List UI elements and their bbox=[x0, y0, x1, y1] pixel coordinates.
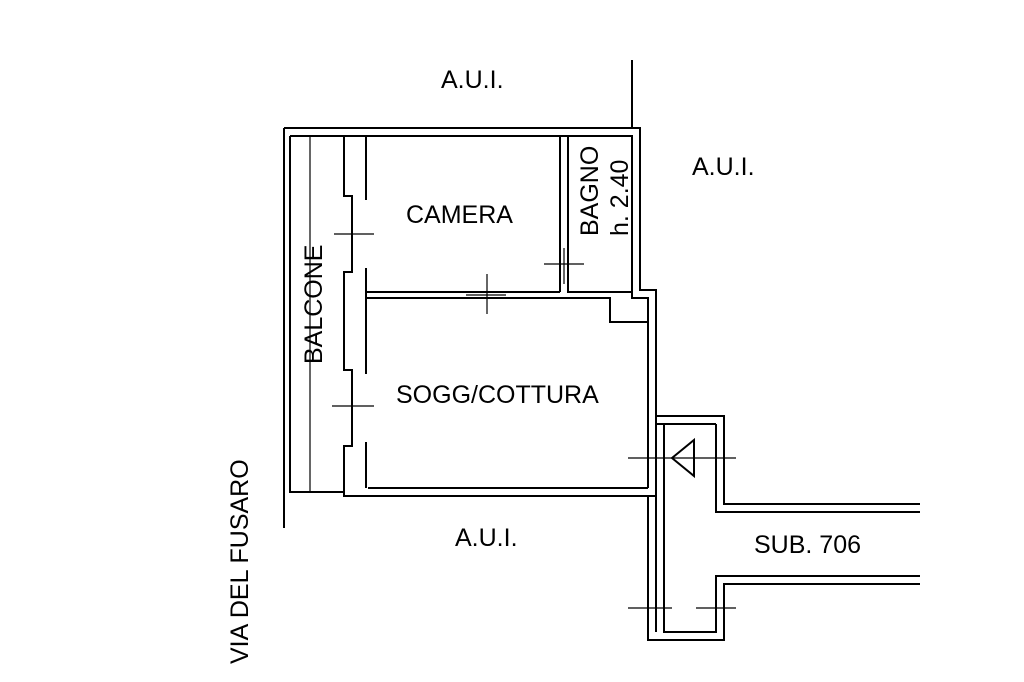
label-soggiorno: SOGG/COTTURA bbox=[396, 381, 599, 409]
label-sub: SUB. 706 bbox=[754, 531, 862, 559]
corridor-walls bbox=[647, 416, 920, 641]
partition-camera-soggiorno bbox=[366, 291, 648, 323]
facade-wall bbox=[343, 136, 368, 497]
label-camera: CAMERA bbox=[406, 201, 513, 229]
label-street: VIA DEL FUSARO bbox=[226, 459, 254, 664]
label-aui-right: A.U.I. bbox=[692, 153, 755, 181]
outer-wall-outline bbox=[284, 127, 920, 505]
bottom-wall bbox=[368, 424, 656, 497]
label-bagno: BAGNO bbox=[576, 145, 604, 236]
label-balcone: BALCONE bbox=[300, 244, 328, 364]
label-bagno-height: h. 2.40 bbox=[606, 159, 634, 236]
label-aui-bottom: A.U.I. bbox=[455, 524, 518, 552]
label-aui-top: A.U.I. bbox=[441, 66, 504, 94]
inner-wall-outline bbox=[290, 135, 649, 424]
partition-bagno bbox=[559, 136, 632, 293]
balcony-outline bbox=[283, 128, 344, 495]
